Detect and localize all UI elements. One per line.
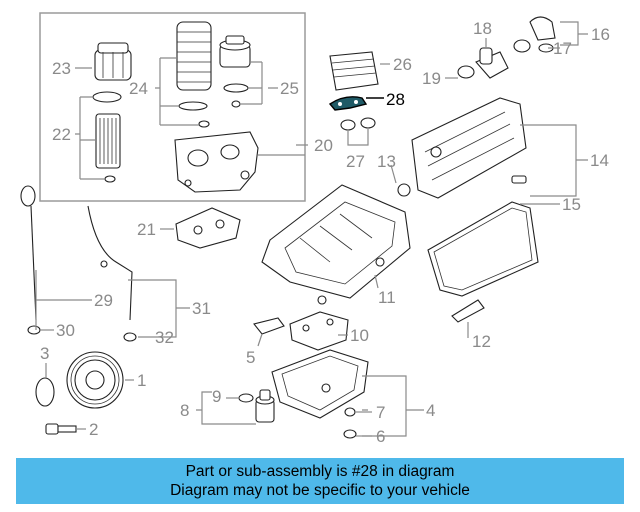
- o-ring-lower[interactable]: [104, 175, 116, 183]
- thermostat-seal-2[interactable]: [231, 100, 241, 108]
- callout-9: 9: [212, 387, 221, 406]
- callout-3: 3: [40, 344, 49, 363]
- callout-24: 24: [129, 79, 148, 98]
- callout-12: 12: [472, 332, 491, 351]
- oil-pump[interactable]: [289, 311, 349, 351]
- oil-cooler[interactable]: [329, 51, 379, 91]
- filter-housing[interactable]: [174, 131, 259, 193]
- thermostat-housing[interactable]: [219, 35, 251, 68]
- cooler-seal-left[interactable]: [340, 119, 356, 131]
- drain-plug[interactable]: [344, 407, 356, 417]
- breather-cap[interactable]: [529, 16, 556, 53]
- cooler-seal-1[interactable]: [178, 101, 208, 111]
- callout-22: 22: [52, 125, 71, 144]
- o-ring-upper[interactable]: [92, 91, 122, 103]
- thermostat-seal[interactable]: [223, 83, 249, 93]
- tube-seal[interactable]: [123, 332, 137, 342]
- seal-strip-12[interactable]: [451, 299, 485, 323]
- callout-10: 10: [350, 326, 369, 345]
- oil-cooler-gasket-highlight[interactable]: [328, 96, 368, 111]
- cooler-seal-2[interactable]: [198, 120, 210, 128]
- callout-20: 20: [314, 136, 333, 155]
- valve-cover[interactable]: [411, 97, 527, 199]
- valve-cover-bolt[interactable]: [511, 175, 527, 184]
- oil-cooler-stack[interactable]: [176, 21, 212, 91]
- callout-15: 15: [562, 195, 581, 214]
- cooler-seal-right[interactable]: [360, 117, 376, 129]
- callout-27: 27: [346, 152, 365, 171]
- banner-line-1: Part or sub-assembly is #28 in diagram: [185, 463, 455, 480]
- callout-30: 30: [56, 321, 75, 340]
- callout-31: 31: [192, 299, 211, 318]
- banner-line-2: Diagram may not be specific to your vehi…: [170, 482, 470, 499]
- crankshaft-pulley[interactable]: [66, 351, 124, 409]
- dipstick[interactable]: [20, 185, 37, 321]
- callout-5: 5: [246, 348, 255, 367]
- callout-32: 32: [155, 328, 174, 347]
- valve-cover-gasket[interactable]: [427, 201, 539, 297]
- pulley-bolt[interactable]: [45, 423, 77, 435]
- lower-oil-pan[interactable]: [271, 349, 369, 419]
- callout-13: 13: [377, 152, 396, 171]
- dipstick-tube[interactable]: [87, 205, 133, 321]
- callout-17: 17: [553, 39, 572, 58]
- windage-tray[interactable]: [175, 207, 241, 249]
- callout-6: 6: [376, 427, 385, 446]
- callout-21: 21: [137, 220, 156, 239]
- filter-cap[interactable]: [94, 42, 132, 81]
- upper-oil-pan[interactable]: [261, 184, 411, 305]
- callout-25: 25: [280, 79, 299, 98]
- callout-16: 16: [591, 25, 610, 44]
- callout-19: 19: [422, 69, 441, 88]
- callout-14: 14: [590, 151, 609, 170]
- coolant-inlet-fitting[interactable]: [457, 39, 531, 79]
- filter-element[interactable]: [95, 113, 121, 169]
- drain-washer[interactable]: [343, 429, 357, 439]
- dipstick-seal[interactable]: [27, 325, 41, 335]
- callout-2: 2: [89, 420, 98, 439]
- pickup-gasket[interactable]: [253, 317, 285, 335]
- oil-level-sensor[interactable]: [255, 389, 275, 423]
- callout-4: 4: [426, 401, 435, 420]
- sensor-13[interactable]: [397, 183, 411, 197]
- callout-18: 18: [473, 19, 492, 38]
- callout-1: 1: [137, 371, 146, 390]
- callout-28: 28: [386, 90, 405, 109]
- sensor-o-ring[interactable]: [238, 393, 254, 403]
- callout-7: 7: [376, 403, 385, 422]
- callout-11: 11: [378, 288, 396, 307]
- callout-8: 8: [180, 401, 189, 420]
- callout-26: 26: [393, 55, 412, 74]
- inset-box: [39, 12, 306, 202]
- callout-23: 23: [52, 59, 71, 78]
- front-crank-seal[interactable]: [35, 377, 55, 407]
- parts-diagram: 23 22 24 25 20 26 28 27 18 19 17 16: [20, 12, 610, 446]
- callout-29: 29: [94, 291, 113, 310]
- info-banner: Part or sub-assembly is #28 in diagram D…: [16, 458, 624, 504]
